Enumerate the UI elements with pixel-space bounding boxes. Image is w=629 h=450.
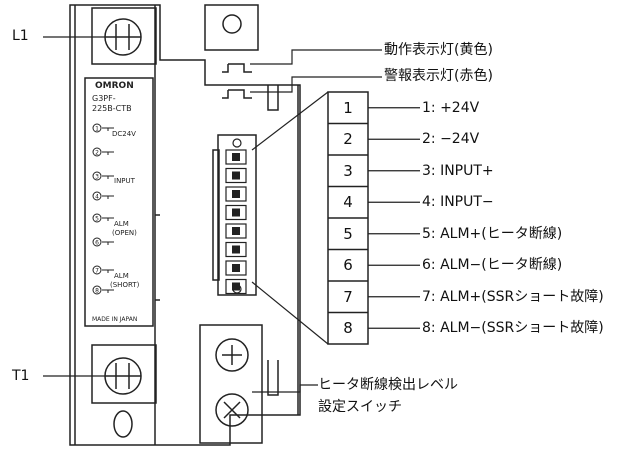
- brand-logo-text: OMRON: [95, 81, 134, 91]
- pin-label: 7: ALM+(SSRショート故障): [422, 288, 604, 305]
- label-terminal-l1: L1: [12, 28, 29, 44]
- face-label-text: (SHORT): [110, 281, 140, 289]
- face-switch-symbol: [102, 195, 114, 199]
- model-line-2: 225B-CTB: [92, 104, 132, 113]
- dial-switch-upper: [215, 338, 249, 372]
- made-in-text: MADE IN JAPAN: [92, 316, 138, 323]
- leader-table-top: [251, 91, 329, 151]
- face-switch-symbol: [102, 151, 114, 155]
- face-terminal-marker: [92, 265, 102, 275]
- connector-pin-contact: [232, 190, 240, 198]
- connector-pin-contact: [232, 171, 240, 180]
- pin-label: 6: ALM−(ヒータ断線): [422, 257, 563, 274]
- label-operation-indicator: 動作表示灯(黄色): [384, 42, 493, 58]
- pin-label: 5: ALM+(ヒータ断線): [422, 225, 563, 242]
- face-label-text: ALM: [114, 220, 129, 228]
- face-terminal-marker: [92, 171, 102, 181]
- face-terminal-number: 3: [95, 174, 99, 181]
- face-switch-symbol: [102, 175, 114, 179]
- pin-number: 3: [343, 161, 353, 180]
- face-switch-symbol: [102, 269, 114, 273]
- connector-pin-contact: [232, 227, 240, 235]
- model-line-1: G3PF-: [92, 94, 116, 103]
- connector-pin-contact: [232, 282, 240, 291]
- label-switch-line2: 設定スイッチ: [318, 399, 402, 415]
- label-plate: [84, 77, 154, 327]
- terminal-l1-housing: [91, 7, 157, 65]
- connector-pin-contact: [232, 264, 240, 272]
- connector-top-hole: [232, 138, 242, 148]
- label-alarm-indicator: 警報表示灯(赤色): [384, 68, 493, 84]
- label-terminal-t1: T1: [12, 368, 30, 384]
- pin-label: 1: +24V: [422, 99, 480, 116]
- face-terminal-marker: [92, 213, 102, 223]
- pin-number: 4: [343, 193, 353, 212]
- leader-alarm: [250, 76, 382, 93]
- device-body-outline: [69, 4, 301, 446]
- pin-number: 8: [343, 319, 353, 338]
- face-switch-symbol: [102, 289, 114, 293]
- connector-pin-contact: [232, 245, 240, 254]
- connector-housing: [217, 134, 257, 296]
- leader-switch: [252, 384, 318, 393]
- face-terminal-number: 6: [95, 240, 99, 247]
- switch-box: [199, 324, 263, 444]
- face-label-text: DC24V: [112, 130, 136, 138]
- face-terminal-marker: [92, 191, 102, 201]
- face-terminal-number: 5: [95, 216, 99, 223]
- bottom-mount-hole: [113, 410, 133, 438]
- pin-number: 2: [343, 130, 353, 149]
- face-terminal-number: 7: [95, 268, 99, 275]
- face-label-text: (OPEN): [112, 229, 137, 237]
- connector-pin-contact: [232, 208, 240, 217]
- face-terminal-marker: [92, 237, 102, 247]
- pin-label: 4: INPUT−: [422, 194, 494, 211]
- face-label-text: INPUT: [114, 177, 135, 185]
- connector-pin-contact: [232, 153, 240, 161]
- face-terminal-marker: [92, 285, 102, 295]
- dial-switch-lower: [215, 393, 249, 427]
- face-terminal-number: 4: [95, 194, 99, 201]
- face-terminal-number: 8: [95, 288, 99, 295]
- alarm-indicator: [222, 89, 252, 99]
- pin-label: 2: −24V: [422, 131, 480, 148]
- top-mount-tab: [204, 4, 259, 51]
- leader-table-bottom: [251, 281, 329, 345]
- pin-number: 7: [343, 287, 353, 306]
- label-switch-line1: ヒータ断線検出レベル: [318, 377, 458, 393]
- face-terminal-number: 2: [95, 150, 99, 157]
- face-switch-symbol: [102, 127, 114, 131]
- pin-number: 5: [343, 224, 353, 243]
- face-terminal-number: 1: [95, 126, 99, 133]
- face-switch-symbol: [102, 217, 114, 221]
- face-terminal-marker: [92, 123, 102, 133]
- pin-number: 1: [343, 98, 353, 117]
- pin-label: 8: ALM−(SSRショート故障): [422, 320, 604, 337]
- leader-operation: [250, 49, 382, 65]
- face-terminal-marker: [92, 147, 102, 157]
- terminal-t1-housing: [91, 344, 157, 404]
- face-label-text: ALM: [114, 272, 129, 280]
- face-switch-symbol: [102, 241, 114, 245]
- operation-indicator: [222, 63, 252, 73]
- pin-label: 3: INPUT+: [422, 162, 494, 179]
- connector-bottom-hole: [232, 284, 242, 294]
- pin-number: 6: [343, 256, 353, 275]
